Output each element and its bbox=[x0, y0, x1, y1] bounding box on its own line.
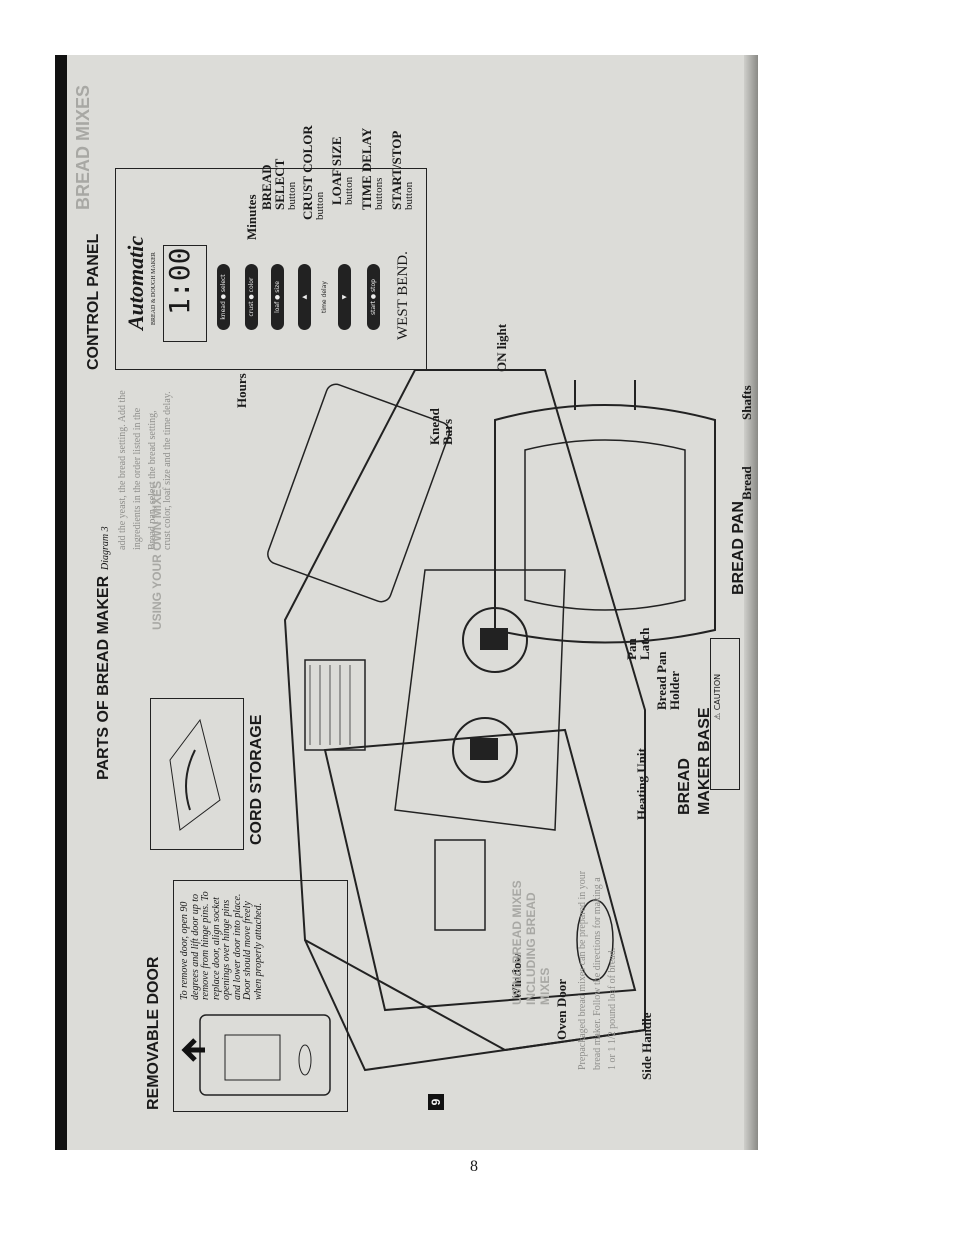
label-loaf-size-sub: button bbox=[343, 176, 355, 205]
label-heating-unit: Heating Unit bbox=[634, 748, 649, 820]
label-hours: Hours bbox=[234, 373, 249, 408]
caution-text: ⚠ CAUTION bbox=[713, 673, 722, 720]
label-knead-bars: Knead Bars bbox=[427, 408, 455, 445]
scan-left-edge bbox=[55, 55, 67, 1150]
label-loaf-size: LOAF SIZE bbox=[329, 136, 344, 205]
label-time-delay-sub: buttons bbox=[373, 177, 385, 210]
label-pan-latch: Pan Latch bbox=[624, 627, 652, 661]
label-crust-color: CRUST COLOR bbox=[300, 125, 315, 220]
label-oven-door: Oven Door bbox=[554, 978, 569, 1040]
rotated-content: REMOVABLE DOOR To remove door, open 90 d… bbox=[55, 55, 758, 1150]
bread-maker-base-title: BREAD MAKER BASE bbox=[676, 707, 713, 815]
label-bread-select-sub: button bbox=[286, 181, 298, 210]
parts-title: PARTS OF BREAD MAKER bbox=[95, 575, 112, 780]
label-crust-color-sub: button bbox=[314, 191, 326, 220]
bread-maker-illustration bbox=[267, 369, 646, 1072]
bread-pan-illustration bbox=[494, 380, 716, 644]
label-bread-pan-holder: Bread Pan Holder bbox=[654, 651, 682, 710]
page-number: 8 bbox=[470, 1158, 478, 1175]
panel-brand: Automatic bbox=[123, 235, 148, 330]
label-bread-pan-part: Bread bbox=[739, 466, 754, 500]
label-start-stop: START/STOP bbox=[389, 130, 404, 210]
label-minutes: Minutes bbox=[244, 194, 259, 241]
cord-storage-illustration bbox=[169, 718, 221, 831]
label-side-handle: Side Handle bbox=[639, 1012, 654, 1080]
label-start-stop-sub: button bbox=[403, 181, 415, 210]
bleed-using-heading: USING BREAD MIXES INCLUDING BREAD MIXES bbox=[510, 880, 552, 1005]
panel-display-value: 1:00 bbox=[163, 247, 196, 315]
bread-pan-title: BREAD PAN bbox=[730, 501, 747, 595]
bleed-text-1: add the yeast, the bread setting. Add th… bbox=[117, 390, 173, 550]
door-illustration bbox=[181, 1014, 331, 1096]
control-panel-title: CONTROL PANEL bbox=[85, 233, 102, 370]
section-number: 9 bbox=[428, 1094, 444, 1110]
crust-color-button[interactable]: crust ● color bbox=[245, 264, 258, 330]
bleed-mixes-heading: USING YOUR OWN MIXES bbox=[150, 480, 164, 630]
knead-select-button[interactable]: knead ● select bbox=[217, 264, 230, 330]
door-instructions: To remove door, open 90 degrees and lift… bbox=[179, 891, 264, 1000]
scan-right-edge bbox=[744, 55, 758, 1150]
label-time-delay: TIME DELAY bbox=[359, 127, 374, 210]
removable-door-title: REMOVABLE DOOR bbox=[145, 956, 162, 1110]
diagram-label: Diagram 3 bbox=[100, 526, 111, 570]
scanned-page: REMOVABLE DOOR To remove door, open 90 d… bbox=[55, 55, 758, 1150]
side-header: BREAD MIXES bbox=[73, 84, 93, 210]
label-shafts: Shafts bbox=[739, 385, 754, 420]
bleed-text-2: Prepackaged bread mixes can be prepared … bbox=[577, 870, 618, 1070]
label-bread-select: BREAD SELECT bbox=[259, 158, 287, 210]
cord-storage-title: CORD STORAGE bbox=[248, 714, 265, 845]
panel-brand-sub: BREAD & DOUGH MAKER bbox=[151, 252, 157, 325]
